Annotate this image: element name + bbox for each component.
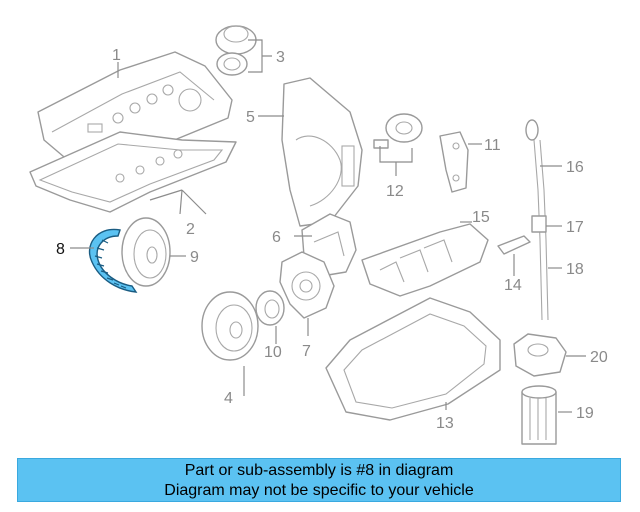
callout-9: 9 — [190, 249, 199, 266]
callout-19: 19 — [576, 405, 594, 422]
crankshaft-sprocket-part — [255, 290, 285, 326]
timing-belt-part — [88, 228, 138, 293]
callout-3: 3 — [276, 49, 285, 66]
banner-line-2: Diagram may not be specific to your vehi… — [164, 482, 474, 499]
callout-20: 20 — [590, 349, 608, 366]
camshaft-sprocket-part — [121, 217, 171, 287]
oil-pan-part — [325, 297, 501, 421]
callout-8: 8 — [56, 241, 65, 258]
callout-2: 2 — [186, 221, 195, 238]
callout-17: 17 — [566, 219, 584, 236]
callout-1: 1 — [112, 47, 121, 64]
callout-6: 6 — [272, 229, 281, 246]
valve-cover-gasket-part — [29, 131, 237, 213]
crankshaft-pulley-part — [201, 291, 259, 361]
callout-5: 5 — [246, 109, 255, 126]
callout-18: 18 — [566, 261, 584, 278]
tensioner-plate-part — [279, 251, 335, 319]
callout-16: 16 — [566, 159, 584, 176]
callout-14: 14 — [504, 277, 522, 294]
callout-4: 4 — [224, 390, 233, 407]
part-info-banner: Part or sub-assembly is #8 in diagram Di… — [17, 458, 621, 502]
oil-filter-part — [521, 385, 557, 445]
oil-filler-cap-part — [215, 25, 257, 76]
oil-baffle-part — [361, 223, 489, 297]
timing-cover-part — [281, 77, 363, 227]
dipstick-part — [525, 119, 549, 321]
callout-10: 10 — [264, 344, 282, 361]
callout-12: 12 — [386, 183, 404, 200]
callout-11: 11 — [484, 137, 501, 154]
valve-cover-part — [37, 51, 233, 171]
callout-13: 13 — [436, 415, 454, 432]
idler-pulley-part — [373, 113, 423, 149]
parts-diagram: 1 2 3 4 5 6 7 8 9 10 11 12 13 14 15 16 1… — [29, 25, 608, 445]
oil-filter-housing-part — [513, 333, 567, 377]
banner-line-1: Part or sub-assembly is #8 in diagram — [184, 462, 454, 479]
dipstick-bracket-part — [497, 235, 531, 255]
callout-7: 7 — [302, 343, 311, 360]
engine-bracket-part — [439, 131, 469, 193]
callout-15: 15 — [472, 209, 490, 226]
